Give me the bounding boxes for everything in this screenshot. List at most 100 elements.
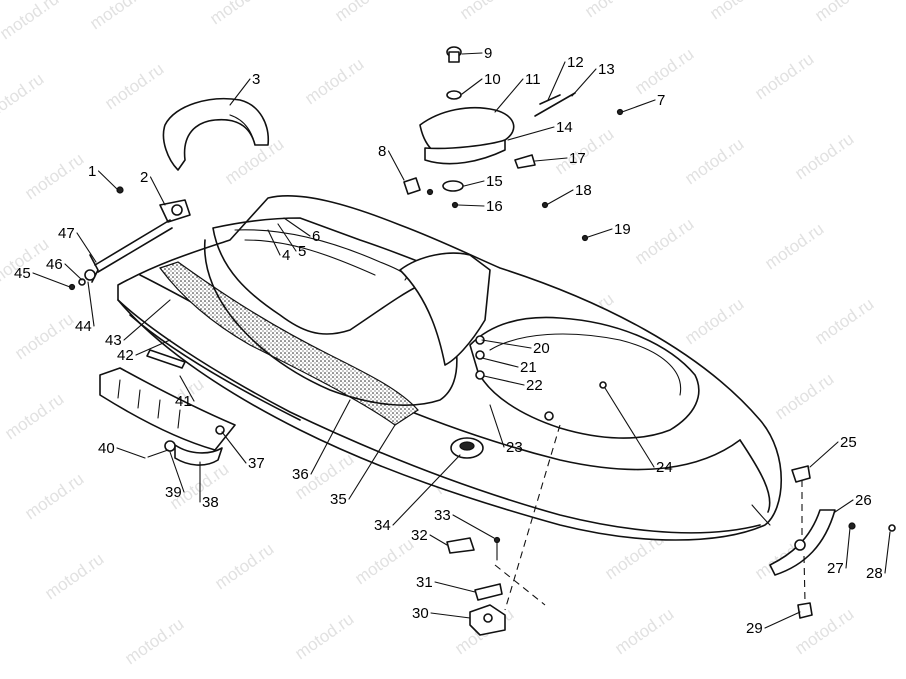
watermark-text: motod.ru <box>11 309 77 363</box>
leader-line-1 <box>97 170 119 191</box>
leader-line-21 <box>481 357 519 368</box>
watermark-text: motod.ru <box>206 0 272 28</box>
leader-line-39 <box>169 451 185 493</box>
callout-29: 29 <box>746 620 763 637</box>
callout-2: 2 <box>140 169 148 186</box>
leader-line-7 <box>621 99 656 113</box>
bottom-fittings <box>446 424 561 636</box>
watermark-text: motod.ru <box>631 214 697 268</box>
watermark-text: motod.ru <box>121 614 187 668</box>
leader-line-47 <box>76 232 97 263</box>
callout-27: 27 <box>827 560 844 577</box>
leader-line-11 <box>494 78 524 113</box>
leader-line-15 <box>463 180 485 187</box>
leader-line-13 <box>571 68 597 97</box>
leader-line-22 <box>483 375 525 386</box>
callout-35: 35 <box>330 491 347 508</box>
callout-19: 19 <box>614 221 631 238</box>
callout-38: 38 <box>202 494 219 511</box>
callout-30: 30 <box>412 605 429 622</box>
watermark-text: motod.ru <box>331 0 397 25</box>
watermark-text: motod.ru <box>706 0 772 23</box>
watermark-text: motod.ru <box>1 389 67 443</box>
watermark-text: motod.ru <box>456 0 522 23</box>
leader-line-4 <box>267 229 281 256</box>
leader-line-43 <box>123 299 171 341</box>
leader-line-27 <box>845 527 851 569</box>
callout-17: 17 <box>569 150 586 167</box>
leader-lines <box>32 52 891 629</box>
leader-line-6 <box>283 217 311 237</box>
leader-line-14 <box>507 126 555 141</box>
callout-12: 12 <box>567 54 584 71</box>
callout-37: 37 <box>248 455 265 472</box>
leader-line-5 <box>277 223 297 252</box>
callout-44: 44 <box>75 318 92 335</box>
leader-line-25 <box>809 441 839 468</box>
callout-40: 40 <box>98 440 115 457</box>
callout-22: 22 <box>526 377 543 394</box>
rear-plate <box>99 349 236 466</box>
leader-line-23 <box>489 404 505 448</box>
watermark-text: motod.ru <box>681 134 747 188</box>
hull-body <box>117 195 783 541</box>
watermark-text: motod.ru <box>681 294 747 348</box>
leader-line-45 <box>32 272 71 288</box>
leader-line-17 <box>534 157 568 162</box>
leader-line-40 <box>116 447 146 459</box>
leader-line-26 <box>834 499 854 513</box>
watermark-text: motod.ru <box>791 129 857 183</box>
nose-bumper <box>769 465 896 619</box>
callout-1: 1 <box>88 163 96 180</box>
callout-34: 34 <box>374 517 391 534</box>
callout-14: 14 <box>556 119 573 136</box>
watermark-text: motod.ru <box>771 369 837 423</box>
callout-4: 4 <box>282 247 290 264</box>
watermark-text: motod.ru <box>101 59 167 113</box>
grab-handle <box>162 97 269 171</box>
watermark-text: motod.ru <box>351 534 417 588</box>
callout-46: 46 <box>46 256 63 273</box>
callout-32: 32 <box>411 527 428 544</box>
callout-7: 7 <box>657 92 665 109</box>
callout-15: 15 <box>486 173 503 190</box>
watermark-text: motod.ru <box>581 0 647 21</box>
watermark-text: motod.ru <box>761 219 827 273</box>
callout-20: 20 <box>533 340 550 357</box>
leader-line-46 <box>64 263 83 281</box>
callout-18: 18 <box>575 182 592 199</box>
watermark-text: motod.ru <box>631 44 697 98</box>
leader-line-34 <box>392 454 461 526</box>
callout-13: 13 <box>598 61 615 78</box>
callout-3: 3 <box>252 71 260 88</box>
callout-28: 28 <box>866 565 883 582</box>
watermark-text: motod.ru <box>86 0 152 33</box>
callout-11: 11 <box>525 71 541 88</box>
leader-line-35 <box>348 424 396 500</box>
callout-25: 25 <box>840 434 857 451</box>
callout-41: 41 <box>175 393 192 410</box>
leader-line-3 <box>229 78 251 106</box>
leader-line-8 <box>387 150 405 181</box>
watermark-text: motod.ru <box>751 49 817 103</box>
leader-line-28 <box>884 531 891 574</box>
callout-45: 45 <box>14 265 31 282</box>
leader-line-10 <box>461 78 483 95</box>
watermark-text: motod.ru <box>811 0 877 25</box>
leader-line-41 <box>179 375 195 402</box>
watermark-text: motod.ru <box>21 469 87 523</box>
callout-36: 36 <box>292 466 309 483</box>
watermark-text: motod.ru <box>291 609 357 663</box>
callout-21: 21 <box>520 359 537 376</box>
callout-43: 43 <box>105 332 122 349</box>
leader-line-20 <box>481 339 532 349</box>
hatch-lid <box>403 46 624 242</box>
leader-line-29 <box>764 611 801 629</box>
leader-line-32 <box>429 534 448 546</box>
leader-line-12 <box>547 61 566 101</box>
watermark-text: motod.ru <box>811 294 877 348</box>
leader-line-36 <box>310 399 351 475</box>
